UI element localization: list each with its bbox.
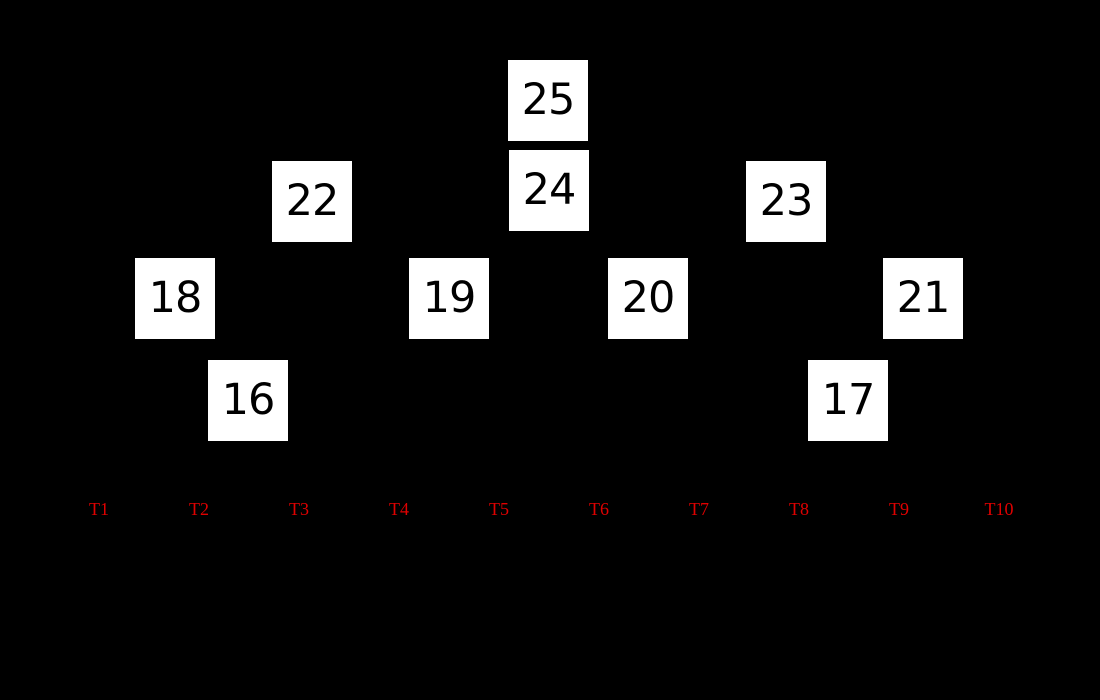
- leaf-label-t3: T3: [289, 499, 309, 519]
- leaf-label-t5: T5: [489, 499, 509, 519]
- tree-node-16: 16: [208, 360, 288, 441]
- leaf-label-t7: T7: [689, 499, 709, 519]
- leaf-label-t6: T6: [589, 499, 609, 519]
- leaf-label-t1: T1: [89, 499, 109, 519]
- leaf-label-t9: T9: [889, 499, 909, 519]
- tree-node-18: 18: [135, 258, 215, 339]
- tree-node-19: 19: [409, 258, 489, 339]
- tree-node-24: 24: [509, 150, 589, 231]
- leaf-label-t4: T4: [389, 499, 409, 519]
- tree-node-21: 21: [883, 258, 963, 339]
- leaf-label-t2: T2: [189, 499, 209, 519]
- tree-node-20: 20: [608, 258, 688, 339]
- tree-node-17: 17: [808, 360, 888, 441]
- leaf-label-t8: T8: [789, 499, 809, 519]
- leaf-label-t10: T10: [984, 499, 1014, 519]
- tree-node-25: 25: [508, 60, 588, 141]
- tree-node-22: 22: [272, 161, 352, 242]
- tree-node-23: 23: [746, 161, 826, 242]
